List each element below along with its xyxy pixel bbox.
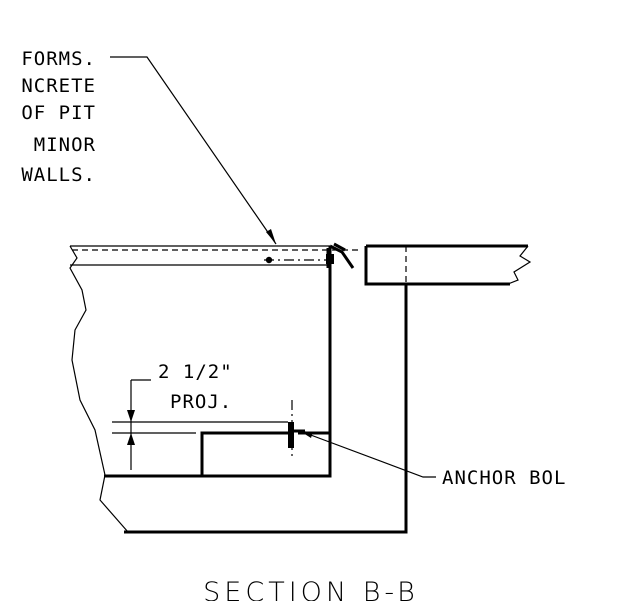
left-slab [69, 245, 360, 533]
projection-dimension [112, 379, 288, 470]
projection-label: PROJ. [170, 391, 232, 413]
note-line-3: OF PIT [21, 102, 96, 124]
note-line-4: MINOR [34, 134, 96, 156]
forms-leader [110, 56, 277, 245]
anchor-bolt-lower [288, 400, 305, 457]
note-line-5: WALLS. [21, 164, 96, 186]
edge-angle [264, 242, 355, 269]
outer-wall [124, 246, 408, 534]
anchor-bolt-label: ANCHOR BOL [442, 467, 566, 489]
note-line-2: NCRETE [21, 75, 96, 97]
forms-note: FORMS. NCRETE OF PIT MINOR WALLS. [21, 48, 96, 186]
projection-value: 2 1/2" [158, 361, 233, 383]
right-slab [364, 244, 532, 286]
section-title: SECTION B-B [203, 577, 419, 601]
note-line-1: FORMS. [21, 48, 96, 70]
anchor-bolt-leader [299, 430, 436, 478]
